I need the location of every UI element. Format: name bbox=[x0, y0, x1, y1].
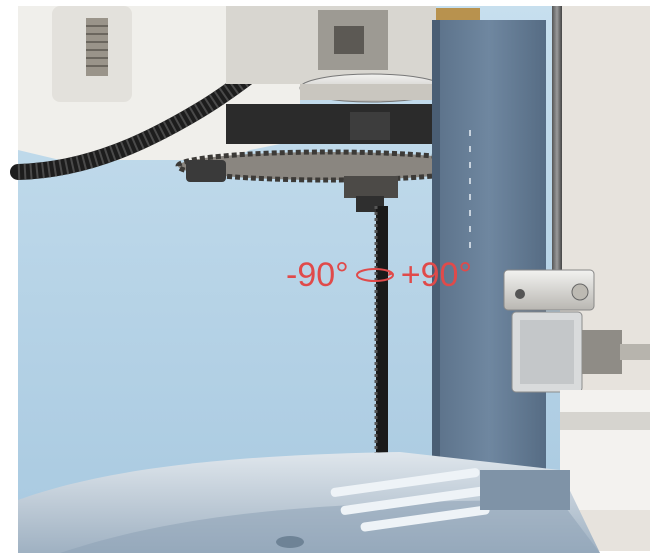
table-mount bbox=[480, 470, 570, 510]
clamp-knob bbox=[571, 283, 589, 301]
table-slots bbox=[330, 468, 490, 532]
side-frame-rail bbox=[560, 412, 650, 430]
clamp-screw bbox=[515, 289, 525, 299]
cylinder-body bbox=[520, 320, 574, 384]
cylinder-fitting bbox=[582, 330, 622, 374]
air-connector bbox=[620, 344, 650, 360]
table-bolt bbox=[276, 536, 304, 548]
machine-column bbox=[432, 20, 546, 480]
rotation-arrow-icon bbox=[353, 260, 397, 290]
hose-ribs bbox=[17, 35, 303, 180]
plus-90-label: +90° bbox=[400, 255, 473, 294]
chain-sprocket bbox=[178, 152, 478, 180]
guide-rod bbox=[552, 6, 562, 296]
chain-tensioner bbox=[186, 160, 226, 182]
rotation-annotation: -90° +90° bbox=[286, 250, 472, 300]
blade-holder bbox=[344, 176, 398, 198]
top-block-clamp bbox=[334, 26, 364, 54]
plate-block bbox=[350, 112, 390, 140]
threaded-bolt bbox=[86, 18, 108, 76]
column-edge bbox=[432, 20, 440, 480]
bearing-collar bbox=[300, 84, 444, 100]
minus-90-label: -90° bbox=[286, 255, 349, 294]
rod-clamp bbox=[503, 269, 595, 311]
saw-blade bbox=[376, 206, 388, 488]
side-frame bbox=[560, 390, 650, 510]
